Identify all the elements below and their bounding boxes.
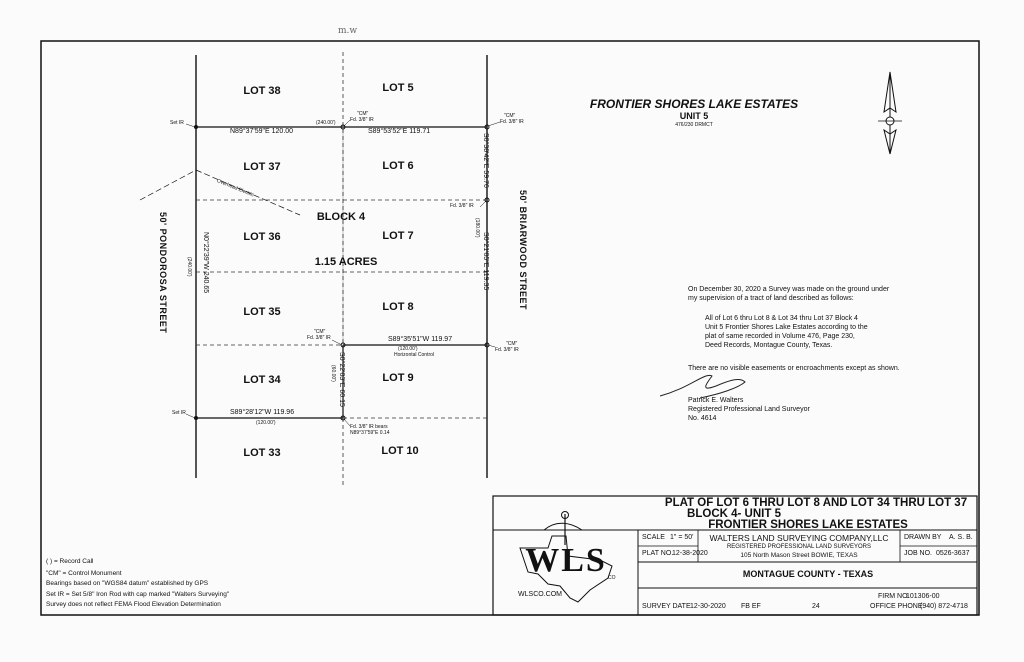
logo-text: WLS xyxy=(525,542,607,579)
plat-no-value: 12-38-2020 xyxy=(672,550,708,557)
acreage-label: 1.15 ACRES xyxy=(314,256,378,268)
surveyor-number: No. 4614 xyxy=(688,415,717,422)
lot-label: LOT 5 xyxy=(382,82,414,94)
monument-label: Fd. 3/8" IR bears xyxy=(350,424,388,430)
scale-value: 1" = 50' xyxy=(670,534,694,541)
surveyor-title: Registered Professional Land Surveyor xyxy=(688,406,810,413)
bearing-text: N89°37'59"E 120.00 xyxy=(230,128,294,135)
lot-label: LOT 38 xyxy=(243,85,281,97)
note-line: "CM" = Control Monument xyxy=(46,570,122,577)
monument-label: "CM" xyxy=(506,341,518,347)
record-call: (120.00') xyxy=(256,420,276,426)
subdivision-unit: UNIT 5 xyxy=(679,111,709,121)
survey-date-label: SURVEY DATE xyxy=(642,603,691,610)
bearing-text: S89°53'52"E 119.71 xyxy=(368,128,431,135)
street-name-west: 50' PONDOROSA STREET xyxy=(158,212,168,334)
monument-label: "CM" xyxy=(504,113,516,119)
cert-desc: Deed Records, Montague County, Texas. xyxy=(705,342,833,349)
bearing-text: S89°28'12"W 119.96 xyxy=(230,409,295,416)
plat-no-label: PLAT NO. xyxy=(642,550,674,557)
street-name-east: 50' BRIARWOOD STREET xyxy=(518,190,528,310)
bearing-text: S89°35'51"W 119.97 xyxy=(388,336,453,343)
lot-label: LOT 34 xyxy=(243,374,281,386)
monument-label: Set IR xyxy=(170,120,184,126)
drawn-by-value: A. S. B. xyxy=(949,534,973,541)
note-line: Bearings based on "WGS84 datum" establis… xyxy=(46,580,209,587)
record-call: (240.00') xyxy=(186,257,192,277)
office-phone-label: OFFICE PHONE xyxy=(870,603,923,610)
office-phone-value: (940) 872-4718 xyxy=(920,603,968,610)
lot-label: LOT 6 xyxy=(382,160,414,172)
north-arrow-icon xyxy=(878,71,902,155)
monument-label: "CM" xyxy=(357,111,369,117)
control-note: Horizontal Control xyxy=(394,352,435,358)
block-label: BLOCK 4 xyxy=(316,211,366,223)
company-logo-icon xyxy=(519,511,613,603)
note-line: Survey does not reflect FEMA Flood Eleva… xyxy=(46,601,221,608)
bearing-text: S0°38'42"E 59.76 xyxy=(482,133,489,188)
lot-label: LOT 9 xyxy=(382,372,414,384)
monument-label: Fd. 3/8" IR xyxy=(307,335,331,341)
field-book-label: FB EF xyxy=(741,603,761,610)
company-subtitle: REGISTERED PROFESSIONAL LAND SURVEYORS xyxy=(726,544,872,550)
record-call: (180.00') xyxy=(474,218,480,238)
record-call: (240.00') xyxy=(316,120,336,126)
job-no-label: JOB NO. xyxy=(904,550,933,557)
firm-no-label: FIRM NO. xyxy=(878,593,910,600)
plat-title: BLOCK 4- UNIT 5 xyxy=(687,508,781,520)
subdivision-name: FRONTIER SHORES LAKE ESTATES xyxy=(589,97,799,111)
job-no-value: 0526-3637 xyxy=(936,550,970,557)
firm-no-value: 101306-00 xyxy=(906,593,940,600)
survey-date-value: 12-30-2020 xyxy=(690,603,726,610)
county-label: MONTAGUE COUNTY - TEXAS xyxy=(742,569,874,579)
lot-label: LOT 8 xyxy=(382,301,414,313)
cert-line: On December 30, 2020 a Survey was made o… xyxy=(688,286,890,293)
lot-label: LOT 36 xyxy=(243,231,281,243)
surveyor-name: Patrick E. Walters xyxy=(688,397,744,404)
cert-desc: Unit 5 Frontier Shores Lake Estates acco… xyxy=(705,324,868,331)
drawn-by-label: DRAWN BY xyxy=(904,534,942,541)
lot-label: LOT 33 xyxy=(243,447,281,459)
cert-line: my supervision of a tract of land descri… xyxy=(688,295,854,302)
monument-label: Set IR xyxy=(172,410,186,416)
note-line: Set IR = Set 5/8" Iron Rod with cap mark… xyxy=(46,591,230,598)
website-link[interactable]: WLSCO.COM xyxy=(518,591,562,598)
monument-label: Fd. 3/8" IR xyxy=(500,119,524,125)
note-line: ( ) = Record Call xyxy=(46,558,94,565)
record-call: (60.00') xyxy=(330,365,336,382)
plat-title: FRONTIER SHORES LAKE ESTATES xyxy=(708,519,908,531)
lot-label: LOT 7 xyxy=(382,230,414,242)
scale-label: SCALE xyxy=(642,534,665,541)
bearing-text: N0°22'39"W 240.65 xyxy=(202,232,209,294)
plat-title: PLAT OF LOT 6 THRU LOT 8 AND LOT 34 THRU… xyxy=(664,497,968,509)
signature-graphic xyxy=(659,374,746,399)
bearing-text: S0°22'03"E 60.15 xyxy=(338,352,345,407)
cert-note: There are no visible easements or encroa… xyxy=(688,365,900,372)
company-name: WALTERS LAND SURVEYING COMPANY,LLC xyxy=(709,533,889,543)
corner-mark: m.w xyxy=(338,26,358,36)
lot-label: LOT 37 xyxy=(243,161,281,173)
monument-label: "CM" xyxy=(314,329,326,335)
monument-label: Fd. 3/8" IR xyxy=(495,347,519,353)
cert-desc: plat of same recorded in Volume 476, Pag… xyxy=(705,333,855,340)
monument-label: N89°37'59"E 0.14 xyxy=(350,430,390,436)
record-call: (120.00') xyxy=(398,346,418,352)
logo-co: CO xyxy=(608,575,616,581)
bearing-text: S0°21'05"E 119.35 xyxy=(482,232,489,291)
monument-label: Fd. 3/8" IR xyxy=(350,117,374,123)
company-address: 105 North Mason Street BOWIE, TEXAS xyxy=(740,552,858,559)
cert-desc: All of Lot 6 thru Lot 8 & Lot 34 thru Lo… xyxy=(705,315,858,322)
lot-label: LOT 10 xyxy=(381,445,419,457)
monument-label: Fd. 3/8" IR xyxy=(450,203,474,209)
field-book-page: 24 xyxy=(812,603,820,610)
lot-label: LOT 35 xyxy=(243,306,281,318)
subdivision-ref: 476/230 DRMCT xyxy=(675,122,713,128)
